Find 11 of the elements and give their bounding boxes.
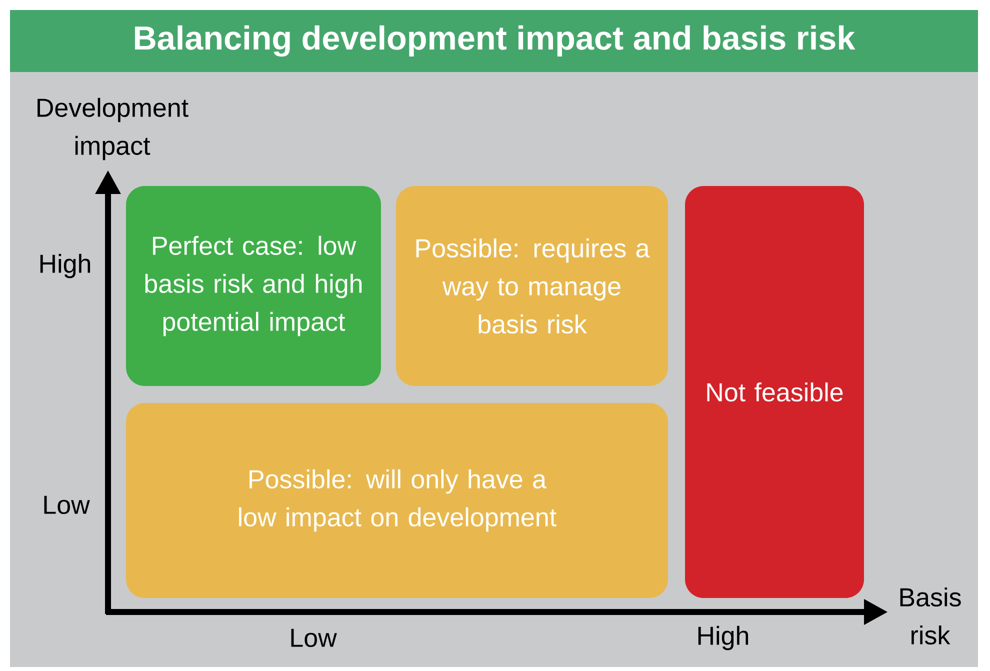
quadrant-box: Possible: requires a way to manage basis risk: [396, 186, 668, 386]
axis-label: High: [40, 254, 90, 278]
quadrant-box: Not feasible: [685, 186, 864, 598]
axis-label: Development impact: [38, 98, 188, 160]
title-bar: Balancing development impact and basis risk: [10, 10, 978, 72]
quadrant-box: Possible: will only have a low impact on development: [126, 403, 668, 598]
quadrant-box: Perfect case: low basis risk and high potential impact: [126, 186, 381, 386]
axis-label: High: [698, 626, 748, 650]
axis-label: Low: [44, 496, 90, 514]
axis-label: Low: [291, 628, 337, 648]
axis-label: Basis risk: [900, 587, 961, 645]
